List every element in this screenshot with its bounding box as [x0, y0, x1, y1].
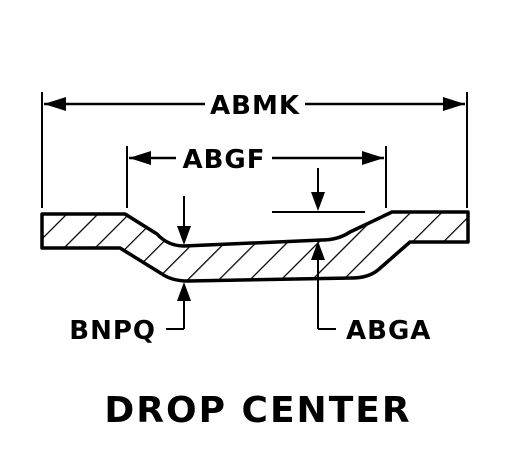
center-width-label: ABGF	[182, 145, 265, 175]
overall-width-right-arrowhead	[443, 97, 465, 111]
rim-cross-section	[40, 210, 470, 283]
diagram-title: DROP CENTER	[104, 390, 411, 431]
top-thickness-arrowhead	[177, 226, 191, 245]
drop-depth-bottom-arrowhead	[311, 241, 325, 260]
center-thickness-arrowhead	[177, 282, 191, 301]
overall-width-left-arrowhead	[44, 97, 66, 111]
center-thickness-label: BNPQ	[69, 316, 156, 346]
overall-width-dimension: ABMK	[41, 91, 468, 208]
overall-width-label: ABMK	[210, 91, 300, 121]
center-thickness-dimension: BNPQ	[69, 282, 191, 346]
center-width-dimension: ABGF	[126, 145, 387, 208]
drop-depth-label: ABGA	[346, 316, 431, 346]
drop-depth-dimension: ABGA	[272, 168, 431, 346]
top-thickness-arrow	[177, 196, 191, 245]
center-width-left-arrowhead	[129, 151, 151, 165]
center-width-right-arrowhead	[362, 151, 384, 165]
drop-depth-top-arrowhead	[311, 192, 325, 211]
